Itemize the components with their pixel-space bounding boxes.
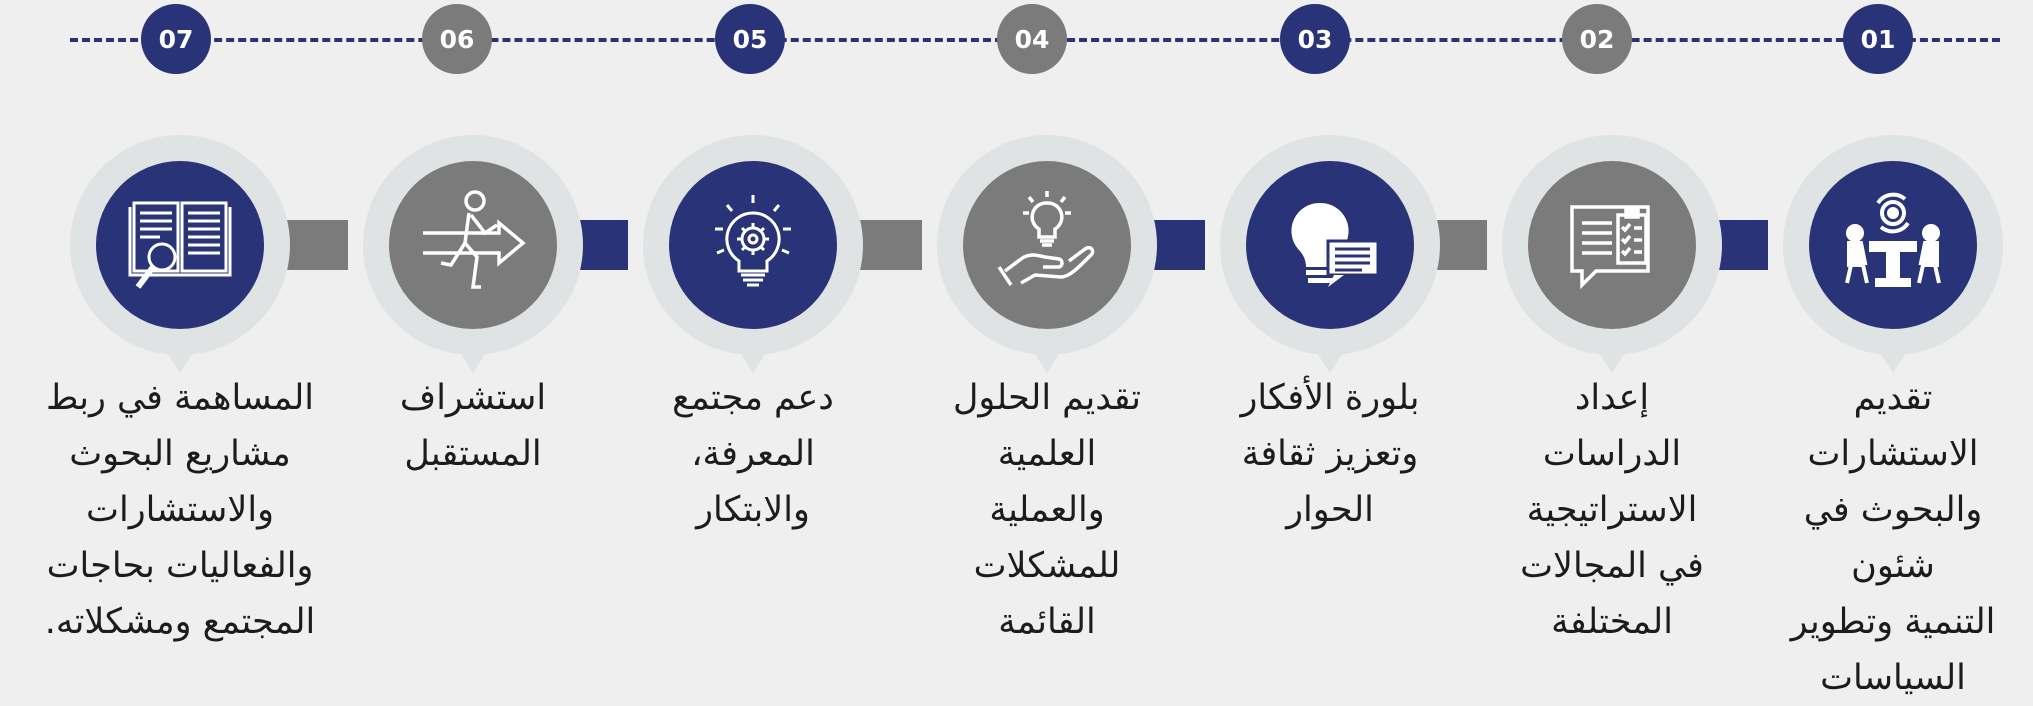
step-icon-circle [389,161,557,329]
step-icon-circle [669,161,837,329]
step-pointer [1029,345,1065,373]
step-description: تقديم الحلول العلمية والعملية للمشكلات ا… [952,378,1142,642]
step-icon-circle [1246,161,1414,329]
step-description: دعم مجتمع المعرفة، والابتكار [672,378,834,530]
step-number-badge-01: 01 [1843,4,1913,74]
clipboard-checklist-icon [1570,205,1650,290]
step-description: إعداد الدراسات الاستراتيجية في المجالات … [1520,378,1704,642]
step-icon-circle [96,161,264,329]
lightbulb-chat-icon [1291,202,1380,287]
hand-lightbulb-icon [997,191,1095,286]
step-number-badge-06: 06 [422,4,492,74]
step-pointer [1594,345,1630,373]
step-icon-circle [1528,161,1696,329]
gear-lightbulb-icon [715,195,791,287]
meeting-table-icon [1845,192,1941,287]
step-number-badge-03: 03 [1280,4,1350,74]
step-number-badge-07: 07 [141,4,211,74]
step-description: بلورة الأفكار وتعزيز ثقافة الحوار [1240,378,1420,530]
step-description: المساهمة في ربط مشاريع البحوث والاستشارا… [44,378,316,642]
step-pointer [455,345,491,373]
step-number-badge-02: 02 [1562,4,1632,74]
step-number-badge-04: 04 [997,4,1067,74]
step-description: استشراف المستقبل [399,378,547,474]
step-icon-circle [963,161,1131,329]
step-number-badge-05: 05 [715,4,785,74]
book-magnifier-icon [128,201,232,289]
step-pointer [735,345,771,373]
step-pointer [1312,345,1348,373]
step-description: تقديم الاستشارات والبحوث في شئون التنمية… [1790,378,1996,698]
step-pointer [162,345,198,373]
step-icon-circle [1809,161,1977,329]
step-pointer [1875,345,1911,373]
person-arrow-icon [423,190,526,289]
